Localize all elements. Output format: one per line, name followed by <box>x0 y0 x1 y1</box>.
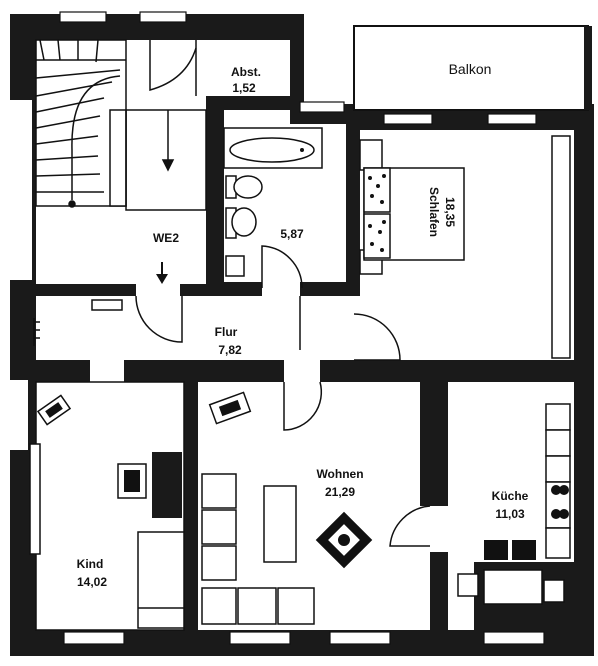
toilet-icon <box>225 175 263 199</box>
plant-icon <box>315 511 373 569</box>
wohnen-room: Wohnen 21,29 <box>201 391 431 625</box>
abst-room: Abst. 1,52 <box>231 65 261 95</box>
washbasin-icon <box>225 207 257 239</box>
radiator-icon <box>29 443 41 555</box>
kueche-name: Küche <box>492 489 529 503</box>
bed-icon <box>137 531 185 629</box>
lamp-icon <box>36 394 72 426</box>
lamp-icon <box>208 391 252 425</box>
chair-icon <box>117 463 147 499</box>
kitchen-counter-icon <box>545 403 571 559</box>
bathroom: 5,87 <box>223 127 323 289</box>
wohnen-name: Wohnen <box>316 467 363 481</box>
we2-label: WE2 <box>153 231 179 245</box>
kind-name: Kind <box>77 557 104 571</box>
balkon-label: Balkon <box>449 61 492 77</box>
stove-icon <box>551 485 569 519</box>
wohnen-area: 21,29 <box>325 485 355 499</box>
chair-icon <box>484 540 536 560</box>
kueche-area: 11,03 <box>495 507 525 521</box>
interior-walls <box>10 96 592 656</box>
abst-name: Abst. <box>231 65 261 79</box>
nightstand-icon <box>359 139 383 171</box>
staircase <box>35 39 207 211</box>
kind-room: Kind 14,02 <box>29 381 185 631</box>
flur-area: 7,82 <box>218 343 242 357</box>
schlafen-room: Schlafen 18,35 <box>353 135 571 361</box>
entry-arrow-icon <box>156 262 168 284</box>
kind-area: 14,02 <box>77 575 107 589</box>
kueche-room: Küche 11,03 <box>457 403 578 630</box>
sofa-icon <box>201 473 315 625</box>
shower-tray-icon <box>225 255 245 277</box>
bad-area: 5,87 <box>280 227 304 241</box>
abst-area: 1,52 <box>232 81 256 95</box>
wardrobe-icon <box>551 135 571 359</box>
flur-name: Flur <box>215 325 238 339</box>
schlafen-area: 18,35 <box>443 197 457 227</box>
flur-room: Flur 7,82 <box>33 295 323 431</box>
windows <box>8 11 545 645</box>
balkon: Balkon <box>353 25 592 111</box>
schlafen-name: Schlafen <box>427 187 441 237</box>
desk-icon <box>152 452 182 518</box>
coat-rack-icon <box>91 299 123 311</box>
coffee-table-icon <box>263 485 297 563</box>
radiator-icon <box>33 318 40 346</box>
